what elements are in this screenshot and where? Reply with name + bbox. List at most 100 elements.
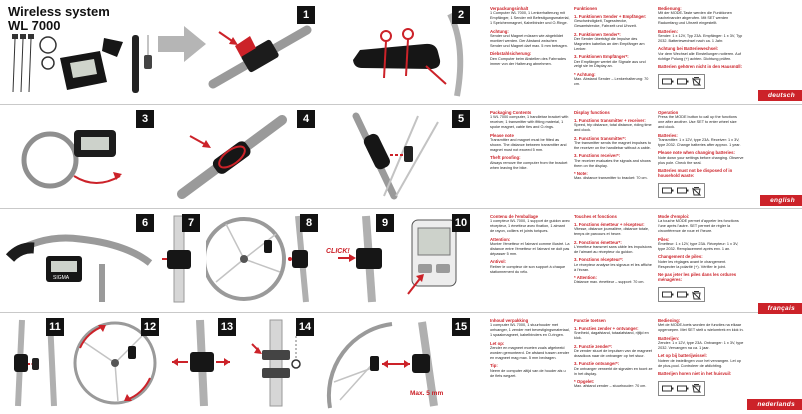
text-block: * Attention:Distance max. émetteur – sup… [574,275,654,285]
step-number-5: 5 [452,110,470,128]
block-heading: Achtung: [490,28,509,34]
block-body: 1 compteur WL 7000, 1 support de guidon … [490,219,570,234]
block-heading: 1. Functies zender + ontvanger: [574,325,639,331]
block-heading: Bediening: [658,318,681,323]
battery-disposal-icons [658,380,705,396]
click-label: CLICK! [326,248,350,255]
block-body: De ontvanger verwerkt de signalen en too… [574,366,653,376]
text-block: 2. Funktionen Sender*:Der Sender überträ… [574,32,654,52]
language-tab-nederlands: nederlands [747,399,802,410]
block-heading: 3. Funktionen Empfänger*: [574,54,629,60]
block-heading: Batterien gehören nicht in den Hausmüll: [658,64,743,70]
block-body: Max. afstand zender – stuurhouder: 70 cm… [574,384,647,389]
text-block: 3. Fonctions récepteur*:Le récepteur ana… [574,257,654,272]
block-body: La touche MODE permet d'appeler les fonc… [658,219,739,234]
text-column-de-3: Bedienung:Mit der MODE-Taste werden die … [658,6,744,102]
illustration-step-9 [324,212,394,306]
block-body: Zender en magneet moeten zoals afgebeeld… [490,345,570,360]
block-heading: Let op bij batterijwissel: [658,353,707,359]
block-heading: Changement de piles: [658,254,703,260]
product-title: Wireless system WL 7000 [8,4,110,34]
text-block: Batterijen horen niet in het huisvuil: [658,371,744,376]
battery-icon [677,78,689,85]
text-block: Achtung:Sender und Magnet müssen wie abg… [490,29,570,49]
text-block: 2. Fonctions émetteur*:L'émetteur transm… [574,240,654,255]
block-body: Retirer le compteur de son support à cha… [490,264,566,274]
illustration-step-14 [240,316,314,410]
text-block: * Opgelet:Max. afstand zender – stuurhou… [574,379,654,389]
block-heading: 2. Fonctions émetteur*: [574,239,622,245]
block-body: De zender stuurt de impulsen van de magn… [574,348,652,358]
step-number-6: 6 [136,214,154,232]
block-heading: 1. Fonctions émetteur + récepteur: [574,221,645,227]
illustration-step-3 [6,110,154,202]
block-body: Émetteur: 1 x 12V, type 23A. Récepteur: … [658,241,739,251]
text-block: 1. Functions transmitter + receiver:Spee… [574,118,654,133]
block-heading: Batterijen: [658,335,680,341]
text-block: 3. Functions receiver*:The receiver eval… [574,153,654,168]
block-body: 1 WL 7000 computer, 1 handlebar bracket … [490,115,569,130]
battery-icon [662,187,674,194]
crossed-bin-icon [692,186,701,196]
block-heading: Theft proofing: [490,155,521,161]
block-heading: Packaging Contents [490,110,532,115]
step-number-13: 13 [218,318,236,336]
text-column-nl-3: Bediening:Met de MODE-toets worden de fu… [658,318,744,410]
text-block: 2. Functions transmitter*:The transmitte… [574,136,654,151]
block-body: Snelheid, dagafstand, totaalafstand, rij… [574,331,649,341]
illustration-step-8 [206,212,318,306]
text-block: 1. Funktionen Sender + Empfänger:Geschwi… [574,14,654,29]
direction-arrow [158,24,206,64]
block-body: 1 Computer WL 7000, 1 Lenkerhalterung mi… [490,11,570,26]
parts-drawing [12,34,152,93]
block-heading: Funktionen [574,6,598,11]
text-blocks: Mode d'emploi:La touche MODE permet d'ap… [658,214,744,283]
block-heading: 3. Functie ontvanger*: [574,361,620,367]
illustration-step-10 [398,212,470,306]
text-block: Batteries:Transmitter: 1 x 12V, type 23A… [658,133,744,148]
row-divider [0,208,802,209]
text-block: Funktionen [574,6,654,11]
text-block: Tip:Neem de computer altijd van de houde… [490,363,570,378]
block-heading: Please note when changing batteries: [658,150,735,156]
text-block: Mode d'emploi:La touche MODE permet d'ap… [658,214,744,234]
text-block: Batterijen:Zender: 1 x 12V, type 23A. On… [658,336,744,351]
step-number-10: 10 [452,214,470,232]
step-number-7: 7 [182,214,200,232]
language-tab-deutsch: deutsch [757,90,802,101]
block-heading: 1. Functions transmitter + receiver: [574,117,646,123]
battery-disposal-icons [658,73,705,89]
block-body: L'émetteur transmet sans câble les impul… [574,244,652,254]
title-line2: WL 7000 [8,18,61,34]
block-heading: Touches et fonctions [574,214,617,219]
step-number-11: 11 [46,318,64,336]
text-block: 2. Functie zender*:De zender stuurt de i… [574,344,654,359]
language-tab-francais: français [757,303,802,314]
text-block: Theft proofing:Always remove the compute… [490,155,570,170]
block-heading: 2. Funktionen Sender*: [574,31,621,37]
block-heading: Diebstahlsicherung: [490,51,532,57]
text-blocks: Bediening:Met de MODE-toets worden de fu… [658,318,744,376]
text-block: Let op bij batterijwissel:Noteer de inst… [658,353,744,368]
illustration-step-4 [160,110,314,202]
block-body: Noteer de instellingen voor het vervange… [658,358,741,368]
illustration-step-15 [320,316,470,410]
block-body: Geschwindigkeit, Tagesstrecke, Gesamtstr… [574,19,637,29]
block-body: Neem de computer altijd van de houder al… [490,368,566,378]
battery-disposal-icons [658,183,705,199]
battery-icon [677,385,689,392]
step-number-14: 14 [296,318,314,336]
step-number-4: 4 [297,110,315,128]
block-body: Vor dem Wechsel alle Einstellungen notie… [658,51,741,61]
text-column-fr-2: Touches et fonctions 1. Fonctions émetteu… [574,214,654,308]
block-heading: Achtung bei Batteriewechsel: [658,46,719,52]
row-divider [0,312,802,313]
block-body: 1 computer WL 7000, 1 stuurhouder met on… [490,323,570,338]
